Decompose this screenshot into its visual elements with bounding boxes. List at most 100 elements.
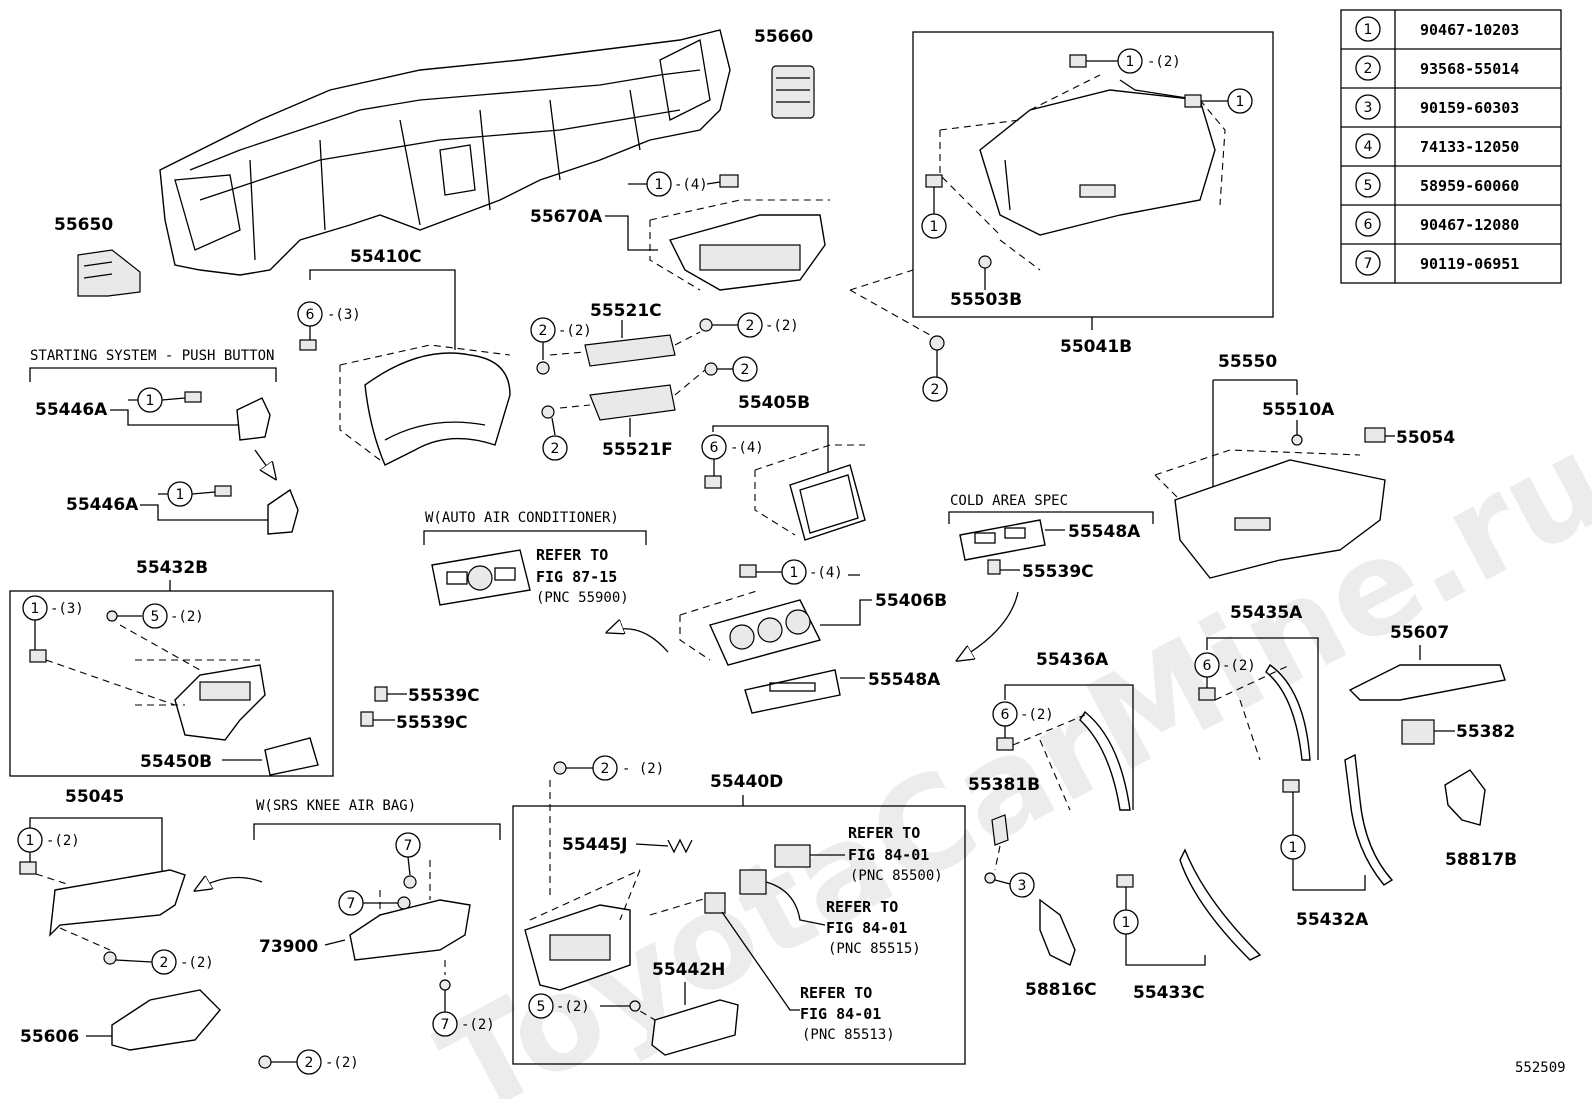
panel-55432B	[45, 624, 266, 741]
legend-num: 4	[1364, 139, 1373, 155]
part-label-55045: 55045	[65, 787, 124, 807]
legend-row-1: 1 90467-10203	[1355, 16, 1519, 42]
legend-part: 90159-60303	[1420, 99, 1519, 117]
svg-text:1: 1	[790, 565, 799, 581]
pillar-55432A	[1344, 753, 1394, 886]
note-refer-a-1: REFER TO	[848, 824, 920, 842]
part-label-55446A-1: 55446A	[35, 400, 108, 420]
callout-glovebox-left: 1	[921, 174, 947, 239]
legend-part: 90467-12080	[1420, 216, 1519, 234]
svg-text:-(3): -(3)	[50, 601, 84, 617]
note-refer-c-3: (PNC 85513)	[802, 1027, 895, 1043]
svg-text:6: 6	[710, 440, 719, 456]
note-auto-ac: W(AUTO AIR CONDITIONER)	[425, 510, 619, 526]
part-label-55405B: 55405B	[738, 393, 810, 413]
part-label-55521C: 55521C	[590, 301, 662, 321]
vent-55660	[771, 65, 815, 119]
callout-55432A: 1	[1280, 779, 1366, 891]
callout-55045-1: 1 -(2)	[17, 827, 80, 875]
svg-text:-(2): -(2)	[46, 833, 80, 849]
diagram-id: 552509	[1515, 1060, 1566, 1076]
part-label-55445J: 55445J	[562, 835, 627, 855]
part-label-55433C: 55433C	[1133, 983, 1205, 1003]
part-label-55607: 55607	[1390, 623, 1449, 643]
part-label-55539C-1: 55539C	[1022, 562, 1094, 582]
svg-text:1: 1	[176, 487, 185, 503]
part-label-55521F: 55521F	[602, 440, 673, 460]
svg-text:-(2): -(2)	[765, 318, 799, 334]
note-refer-ac-1: REFER TO	[536, 546, 608, 564]
box-55440D	[512, 805, 966, 1065]
legend-row-7: 7 90119-06951	[1355, 250, 1519, 276]
part-label-55660: 55660	[754, 27, 813, 47]
svg-text:-(2): -(2)	[1222, 658, 1256, 674]
legend-num: 5	[1364, 178, 1373, 194]
callout-55521F-right: 2	[704, 356, 758, 382]
note-refer-c-1: REFER TO	[800, 984, 872, 1002]
note-refer-b-2: FIG 84-01	[826, 919, 907, 937]
callout-73900-7c: 7 -(2)	[432, 979, 495, 1037]
callout-55381B-3: 3	[984, 872, 1035, 898]
bracket-55521F	[559, 369, 706, 421]
part-label-55381B: 55381B	[968, 775, 1040, 795]
center-vent-55670A	[649, 174, 830, 291]
svg-text:2: 2	[160, 955, 169, 971]
legend-part: 90119-06951	[1420, 255, 1519, 273]
svg-text:2: 2	[601, 761, 610, 777]
switch-55446A-1	[236, 397, 271, 441]
dashboard-frame-drawing	[159, 29, 731, 276]
svg-text:-(2): -(2)	[180, 955, 214, 971]
svg-text:-(2): -(2)	[170, 609, 204, 625]
legend-part: 74133-12050	[1420, 138, 1519, 156]
callout-55436A: 6 -(2)	[992, 701, 1054, 751]
bracket-55521C	[549, 331, 701, 367]
callout-glovebox-right: 1	[1184, 88, 1253, 114]
note-refer-b-1: REFER TO	[826, 898, 898, 916]
svg-text:2: 2	[931, 382, 940, 398]
svg-text:1: 1	[1126, 54, 1135, 70]
trim-55433C	[1179, 848, 1262, 961]
svg-text:-(2): -(2)	[1020, 707, 1054, 723]
undercover-55607	[1348, 664, 1506, 701]
svg-text:-(2): -(2)	[556, 999, 590, 1015]
legend-row-2: 2 93568-55014	[1355, 55, 1519, 81]
callout-55606-2: 2 -(2)	[258, 1049, 359, 1075]
switch-85515	[739, 869, 826, 926]
vent-55650	[77, 249, 141, 297]
cluster-panel-55440D	[524, 869, 721, 991]
cover-55442H	[651, 999, 739, 1056]
part-label-55539C-2: 55539C	[408, 686, 480, 706]
svg-text:-(4): -(4)	[809, 565, 843, 581]
note-srs-knee: W(SRS KNEE AIR BAG)	[256, 798, 416, 814]
svg-text:1: 1	[930, 219, 939, 235]
part-label-55041B: 55041B	[1060, 337, 1132, 357]
note-refer-a-2: FIG 84-01	[848, 846, 929, 864]
part-label-55548A-2: 55548A	[868, 670, 941, 690]
note-cold-area: COLD AREA SPEC	[950, 493, 1068, 509]
legend-table: 1 90467-10203 2 93568-55014 3 90159-6030…	[1340, 9, 1562, 284]
part-label-55539C-3: 55539C	[396, 713, 468, 733]
glove-box-lower-55550	[1154, 449, 1386, 579]
undercover-55606	[111, 989, 221, 1051]
part-55381B	[991, 814, 1009, 846]
callout-55446A-1: 1	[137, 387, 202, 413]
meter-hood-55410C	[339, 344, 511, 466]
legend-part: 90467-10203	[1420, 21, 1519, 39]
legend-row-5: 5 58959-60060	[1355, 172, 1519, 198]
part-label-55670A: 55670A	[530, 207, 603, 227]
note-refer-b-3: (PNC 85515)	[828, 941, 921, 957]
callout-55045-2: 2 -(2)	[103, 949, 214, 975]
svg-text:1: 1	[31, 601, 40, 617]
svg-text:-(2): -(2)	[461, 1017, 495, 1033]
part-label-55550: 55550	[1218, 352, 1277, 372]
svg-text:6: 6	[1203, 658, 1212, 674]
svg-text:6: 6	[306, 307, 315, 323]
svg-text:-(4): -(4)	[730, 440, 764, 456]
knee-airbag-73900	[349, 860, 471, 975]
note-refer-a-3: (PNC 85500)	[850, 868, 943, 884]
part-label-55435A: 55435A	[1230, 603, 1303, 623]
svg-text:6: 6	[1001, 707, 1010, 723]
part-label-55410C: 55410C	[350, 247, 422, 267]
